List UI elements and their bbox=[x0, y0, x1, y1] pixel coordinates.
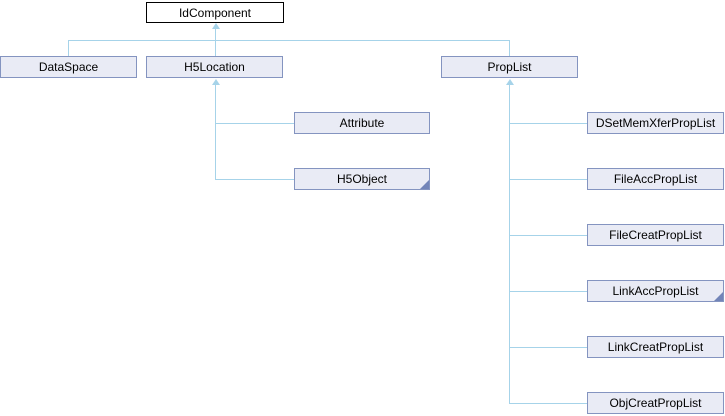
edge-dataspace-idcomponent bbox=[68, 40, 69, 56]
class-node-fileaccproplist[interactable]: FileAccPropList bbox=[587, 168, 724, 190]
arrow-up-icon bbox=[506, 79, 514, 85]
class-node-proplist[interactable]: PropList bbox=[441, 56, 578, 78]
class-node-dsetmemxferproplist[interactable]: DSetMemXferPropList bbox=[587, 112, 724, 134]
edge-linkaccproplist-proplist bbox=[509, 291, 587, 292]
edge-filecreatproplist-proplist bbox=[509, 235, 587, 236]
class-node-h5location[interactable]: H5Location bbox=[146, 56, 283, 78]
class-node-attribute[interactable]: Attribute bbox=[294, 112, 430, 134]
class-node-filecreatproplist[interactable]: FileCreatPropList bbox=[587, 224, 724, 246]
edge-proplist-idcomponent bbox=[509, 40, 510, 56]
edge-h5object-h5location bbox=[215, 179, 294, 180]
class-node-label: H5Location bbox=[184, 60, 245, 74]
class-node-linkaccproplist[interactable]: LinkAccPropList bbox=[587, 280, 724, 302]
fold-corner-icon bbox=[714, 292, 723, 301]
edge-trunk-h5location-children bbox=[215, 85, 216, 180]
fold-corner-icon bbox=[420, 180, 429, 189]
class-node-linkcreatproplist[interactable]: LinkCreatPropList bbox=[587, 336, 724, 358]
edge-objcreatproplist-proplist bbox=[509, 403, 587, 404]
edge-dsetmemxferproplist-proplist bbox=[509, 123, 587, 124]
class-node-label: PropList bbox=[487, 60, 532, 74]
class-node-label: DSetMemXferPropList bbox=[595, 116, 716, 130]
class-node-h5object[interactable]: H5Object bbox=[294, 168, 430, 190]
class-node-label: IdComponent bbox=[178, 5, 252, 20]
arrow-up-icon bbox=[212, 23, 220, 29]
class-node-label: LinkAccPropList bbox=[612, 284, 699, 298]
edge-fileaccproplist-proplist bbox=[509, 179, 587, 180]
edge-rail-idcomponent-children bbox=[68, 40, 510, 41]
edge-attribute-h5location bbox=[215, 123, 294, 124]
class-node-dataspace[interactable]: DataSpace bbox=[0, 56, 137, 78]
class-node-label: LinkCreatPropList bbox=[607, 340, 704, 354]
class-node-label: DataSpace bbox=[38, 60, 99, 74]
class-node-idcomponent[interactable]: IdComponent bbox=[146, 2, 284, 23]
edge-trunk-proplist-children bbox=[509, 85, 510, 404]
class-node-label: FileAccPropList bbox=[613, 172, 698, 186]
edge-linkcreatproplist-proplist bbox=[509, 347, 587, 348]
class-node-label: FileCreatPropList bbox=[609, 228, 702, 242]
edge-h5location-idcomponent bbox=[215, 28, 216, 56]
arrow-up-icon bbox=[212, 79, 220, 85]
class-node-label: H5Object bbox=[336, 172, 388, 186]
class-node-objcreatproplist[interactable]: ObjCreatPropList bbox=[587, 392, 724, 414]
class-node-label: ObjCreatPropList bbox=[609, 396, 702, 410]
class-node-label: Attribute bbox=[339, 116, 385, 130]
